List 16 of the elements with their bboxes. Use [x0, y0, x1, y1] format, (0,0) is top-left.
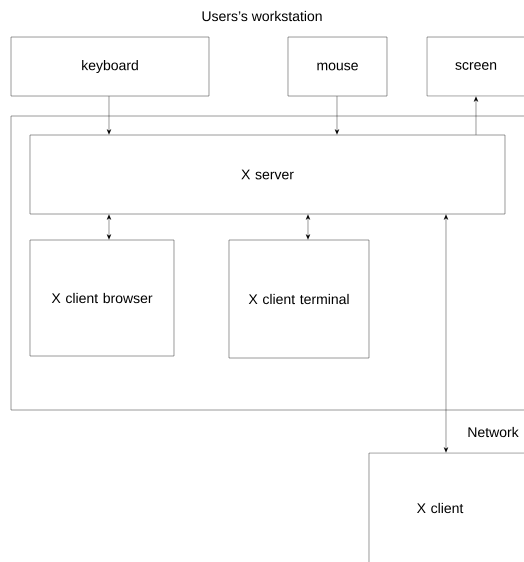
arrow — [306, 214, 310, 240]
arrow — [474, 96, 478, 135]
process-box: X client browser — [30, 240, 174, 356]
container-box — [10, 116, 524, 410]
process-box: X server — [30, 134, 506, 214]
edge-label: Network — [466, 426, 520, 438]
process-box: keyboard — [10, 36, 210, 96]
process-box: X client terminal — [228, 240, 370, 358]
title: Users’s workstation — [202, 10, 322, 22]
process-box: screen — [426, 36, 524, 96]
arrow — [106, 96, 112, 134]
process-box: mouse — [288, 36, 388, 96]
process-box: X client — [368, 452, 524, 562]
arrow — [444, 214, 448, 452]
arrow — [106, 214, 112, 240]
arrow — [334, 96, 340, 134]
